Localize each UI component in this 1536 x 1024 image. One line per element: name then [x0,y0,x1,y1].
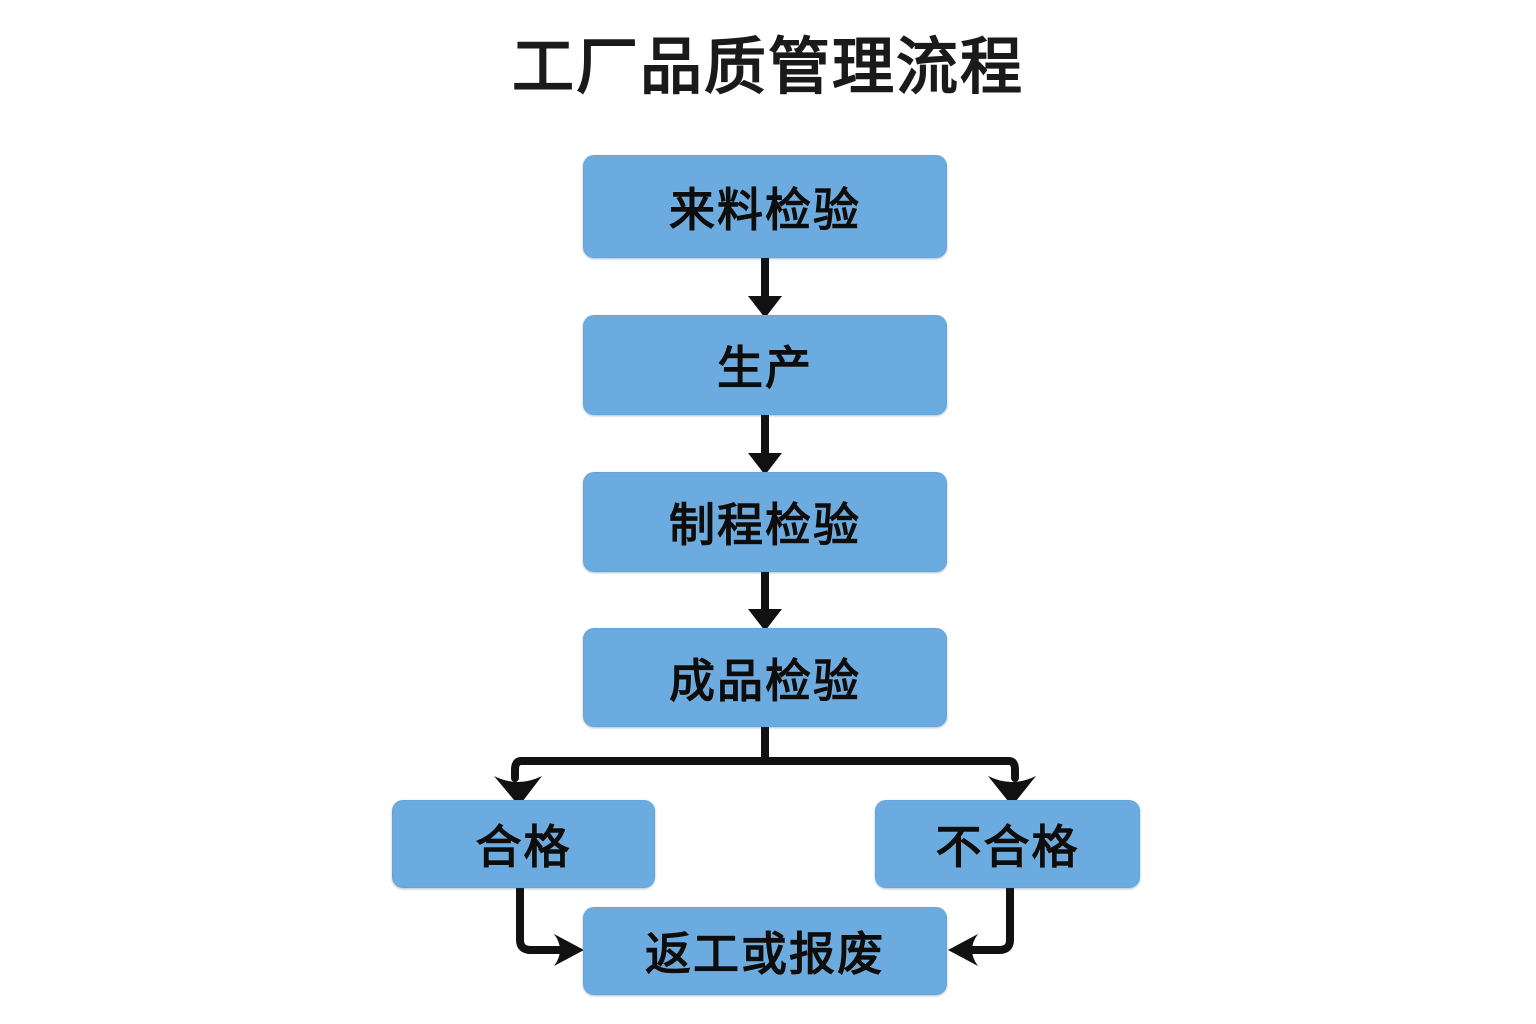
node-pass[interactable]: 合格 [392,800,655,888]
node-incoming-inspection[interactable]: 来料检验 [583,155,947,258]
node-label: 来料检验 [669,183,861,236]
node-label: 生产 [717,342,813,394]
node-label: 合格 [475,821,572,873]
node-label: 返工或报废 [645,928,885,980]
node-fail[interactable]: 不合格 [875,800,1140,888]
connector-fail-to-rework [948,888,1014,966]
connector-production-to-inprocess [748,415,782,475]
connector-incoming-to-production [748,258,782,318]
node-rework-or-scrap[interactable]: 返工或报废 [583,907,947,995]
node-production[interactable]: 生产 [583,315,947,415]
node-finished-product-inspection[interactable]: 成品检验 [583,628,947,727]
node-in-process-inspection[interactable]: 制程检验 [583,472,947,572]
node-label: 成品检验 [669,654,861,707]
connector-finished-split [494,727,1036,806]
connector-inprocess-to-finished [748,572,782,631]
node-label: 不合格 [935,821,1080,873]
node-label: 制程检验 [669,499,861,551]
connector-pass-to-rework [516,888,584,966]
page-title: 工厂品质管理流程 [511,33,1024,102]
